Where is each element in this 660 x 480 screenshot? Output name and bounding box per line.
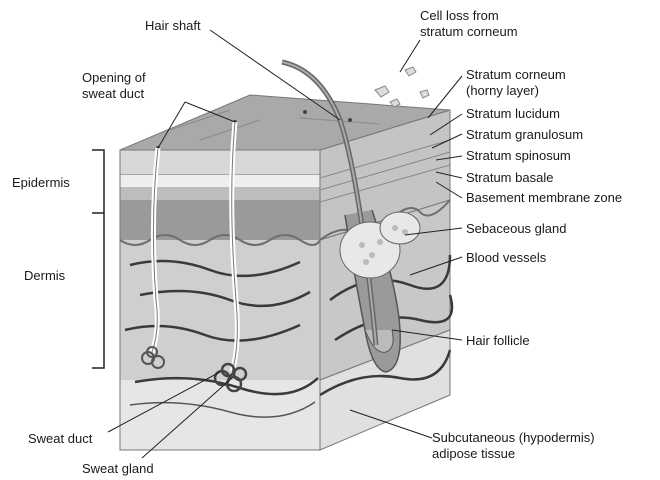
label-stratum-lucidum: Stratum lucidum xyxy=(466,106,560,122)
front-stratum-granulosum xyxy=(120,187,320,200)
label-stratum-spinosum: Stratum spinosum xyxy=(466,148,571,164)
label-stratum-granulosum: Stratum granulosum xyxy=(466,127,583,143)
label-cell-loss-line2: stratum corneum xyxy=(420,24,518,40)
label-stratum-corneum: Stratum corneum (horny layer) xyxy=(466,67,566,99)
label-subcutaneous-line2: adipose tissue xyxy=(432,446,595,462)
label-opening-sweat-duct-line2: sweat duct xyxy=(82,86,146,102)
front-stratum-lucidum xyxy=(120,175,320,187)
label-cell-loss-line1: Cell loss from xyxy=(420,8,518,24)
flake-2 xyxy=(405,67,416,76)
label-subcutaneous-line1: Subcutaneous (hypodermis) xyxy=(432,430,595,446)
front-stratum-corneum xyxy=(120,150,320,175)
label-blood-vessels: Blood vessels xyxy=(466,250,546,266)
label-stratum-corneum-line2: (horny layer) xyxy=(466,83,566,99)
front-subcutaneous xyxy=(120,380,320,450)
label-opening-sweat-duct-line1: Opening of xyxy=(82,70,146,86)
label-hair-shaft: Hair shaft xyxy=(145,18,201,34)
label-opening-sweat-duct: Opening of sweat duct xyxy=(82,70,146,102)
layer-bracket xyxy=(92,150,104,368)
label-cell-loss: Cell loss from stratum corneum xyxy=(420,8,518,40)
label-sebaceous-gland: Sebaceous gland xyxy=(466,221,566,237)
front-stratum-spinosum-basale xyxy=(120,200,320,240)
label-dermis: Dermis xyxy=(24,268,65,284)
flake-1 xyxy=(375,86,389,97)
label-sweat-gland: Sweat gland xyxy=(82,461,154,477)
pore-3 xyxy=(348,118,352,122)
label-hair-follicle: Hair follicle xyxy=(466,333,530,349)
sebaceous-gland-lobe xyxy=(380,212,420,244)
label-epidermis: Epidermis xyxy=(12,175,70,191)
flake-3 xyxy=(420,90,429,98)
label-stratum-basale: Stratum basale xyxy=(466,170,553,186)
label-subcutaneous: Subcutaneous (hypodermis) adipose tissue xyxy=(432,430,595,462)
label-basement-membrane: Basement membrane zone xyxy=(466,190,622,206)
label-sweat-duct: Sweat duct xyxy=(28,431,92,447)
pore-4 xyxy=(303,110,307,114)
label-stratum-corneum-line1: Stratum corneum xyxy=(466,67,566,83)
